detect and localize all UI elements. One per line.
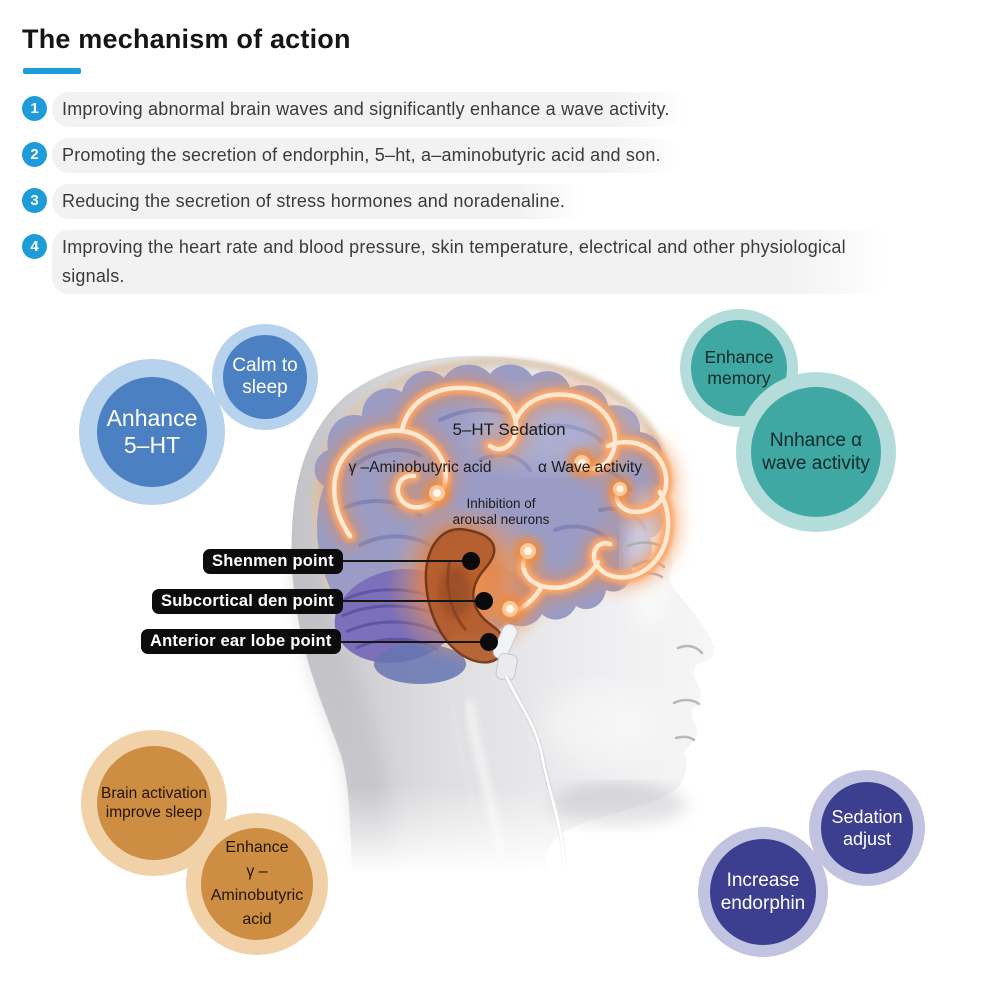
- number-badge: 3: [22, 188, 47, 213]
- callout-label-shenmen-point: Shenmen point: [203, 549, 343, 574]
- neck-highlight-2: [450, 705, 484, 853]
- list-item-text: Improving abnormal brain waves and signi…: [52, 92, 688, 127]
- page-title: The mechanism of action: [22, 24, 351, 54]
- number-badge: 1: [22, 96, 47, 121]
- title-underline: [23, 68, 81, 74]
- skull-rim: [312, 357, 671, 600]
- brain-label-gaba: γ –Aminobutyric acid: [348, 459, 492, 476]
- callout-line-shenmen: [330, 560, 471, 562]
- callout-line-ear-lobe: [330, 641, 489, 643]
- number-badge: 2: [22, 142, 47, 167]
- glow-nodes: [423, 449, 632, 623]
- brain-label-line: arousal neurons: [452, 511, 550, 527]
- bubble-text: Brain activation: [101, 785, 207, 802]
- ear-canal-shade: [439, 566, 471, 618]
- neck-highlight: [464, 699, 506, 857]
- callout-line-subcortical: [330, 600, 484, 602]
- list-item: 2 Promoting the secretion of endorphin, …: [22, 138, 972, 173]
- brain-label-alpha-wave: α Wave activity: [538, 459, 642, 476]
- bubble-text: Increase: [726, 870, 800, 891]
- bubble-text: γ –Aminobutyric: [210, 863, 304, 904]
- bubble-text: Enhance: [225, 839, 289, 856]
- cheek-highlight: [542, 686, 658, 762]
- jaw-shadow: [550, 784, 686, 828]
- mechanism-list: 1 Improving abnormal brain waves and sig…: [22, 92, 972, 305]
- bubble-text: Sedation: [831, 807, 903, 827]
- brain-label-5ht-sedation: 5–HT Sedation: [452, 420, 566, 439]
- bubble-enhance-gaba: Enhance γ –Aminobutyric acid: [186, 813, 328, 955]
- acupoint-dot-shenmen: [462, 552, 480, 570]
- list-item-text: Improving the heart rate and blood press…: [52, 230, 888, 294]
- bubble-text: 5–HT: [123, 432, 181, 458]
- glow-circuit: [322, 375, 681, 624]
- acupoint-dot-ear-lobe: [480, 633, 498, 651]
- list-item-text: Promoting the secretion of endorphin, 5–…: [52, 138, 679, 173]
- bubble-text: Nnhance α: [769, 430, 863, 451]
- bubble-text: Calm to: [232, 355, 298, 376]
- bubble-brain-activation: Brain activation improve sleep: [81, 730, 227, 876]
- list-item: 4 Improving the heart rate and blood pre…: [22, 230, 972, 294]
- brain-label-inhibition: Inhibition of arousal neurons: [413, 496, 589, 527]
- callout-label-anterior-ear-lobe-point: Anterior ear lobe point: [141, 629, 341, 654]
- bubble-text: sleep: [242, 377, 288, 398]
- acupoint-dot-subcortical: [475, 592, 493, 610]
- bubble-text: Enhance: [704, 347, 774, 367]
- bubble-text: adjust: [842, 829, 892, 849]
- ear-clip-device: [492, 623, 518, 660]
- bubble-text: acid: [242, 911, 272, 928]
- bubble-text: wave activity: [762, 453, 870, 474]
- bubble-text: memory: [707, 368, 771, 388]
- earphone-wire-highlight: [504, 675, 576, 959]
- bubble-text: improve sleep: [105, 804, 203, 821]
- header: The mechanism of action: [22, 24, 351, 74]
- list-item-text: Reducing the secretion of stress hormone…: [52, 184, 584, 219]
- ear-clip-body: [495, 652, 518, 681]
- callout-label-subcortical-den-point: Subcortical den point: [152, 589, 343, 614]
- bubble-text: Anhance: [106, 405, 198, 431]
- list-item: 3 Reducing the secretion of stress hormo…: [22, 184, 972, 219]
- number-badge: 4: [22, 234, 47, 259]
- brain-label-line: Inhibition of: [466, 496, 536, 511]
- bubble-text: endorphin: [720, 893, 806, 914]
- list-item: 1 Improving abnormal brain waves and sig…: [22, 92, 972, 127]
